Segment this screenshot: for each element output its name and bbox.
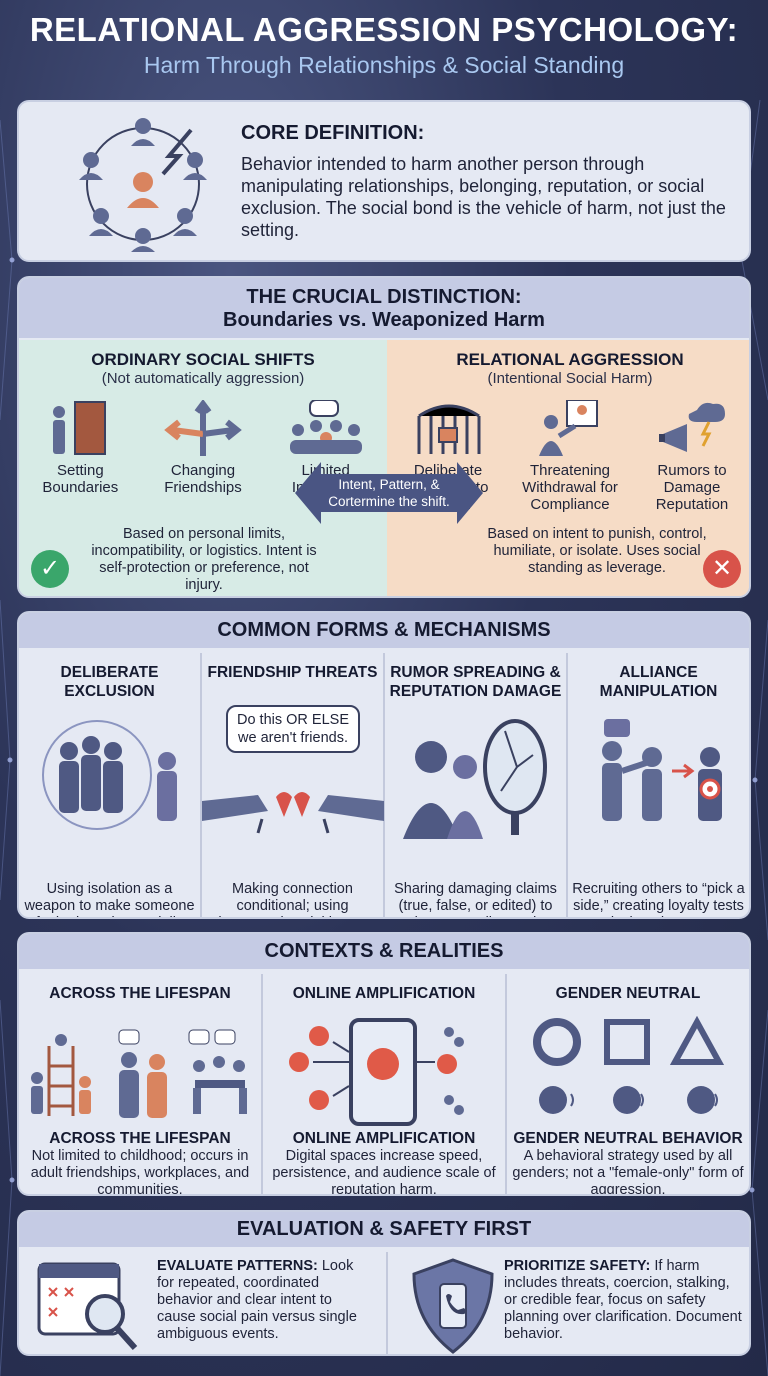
distinction-panel: THE CRUCIAL DISTINCTION: Boundaries vs. … — [17, 276, 751, 598]
form-alliance-manipulation: ALLIANCE MANIPULATION Recruiting others … — [568, 653, 749, 917]
lifespan-people-icon — [31, 1029, 247, 1118]
threatening-withdrawal-item: Threatening Withdrawal for Compliance — [515, 400, 625, 513]
core-definition-panel: CORE DEFINITION: Behavior intended to ha… — [17, 100, 751, 262]
evaluate-patterns-text: EVALUATE PATTERNS: Look for repeated, co… — [157, 1258, 357, 1342]
door-icon — [53, 401, 107, 455]
social-circle-icon — [79, 118, 207, 252]
group-chat-icon — [289, 400, 362, 454]
relational-aggression-sub: (Intentional Social Harm) — [487, 370, 653, 387]
x-icon: ✕ — [703, 550, 741, 588]
relational-aggression-heading: RELATIONAL AGGRESSION — [456, 350, 684, 369]
evaluate-patterns-section: EVALUATE PATTERNS: Look for repeated, co… — [19, 1252, 386, 1354]
relational-aggression-section: RELATIONAL AGGRESSION (Intentional Socia… — [387, 340, 749, 596]
broken-heart-chain-icon — [202, 792, 384, 834]
form-friendship-threats: FRIENDSHIP THREATS Do this OR ELSE we ar… — [202, 653, 385, 917]
calendar-magnifier-icon — [37, 1262, 138, 1351]
context-online: ONLINE AMPLIFICATION ONLINE AMPLIFICATIO… — [263, 974, 507, 1194]
whisper-mirror-icon — [403, 719, 547, 839]
distinction-title: THE CRUCIAL DISTINCTION: — [246, 286, 522, 308]
context-gender: GENDER NEUTRAL GENDER NEUTRAL BEHAVIOR A… — [507, 974, 749, 1194]
prioritize-safety-text: PRIORITIZE SAFETY: If harm includes thre… — [504, 1258, 742, 1342]
exclusion-group-icon — [42, 720, 177, 830]
header: RELATIONAL AGGRESSION PSYCHOLOGY: Harm T… — [0, 10, 768, 80]
distinction-subtitle: Boundaries vs. Weaponized Harm — [223, 309, 545, 331]
diverging-arrows-icon — [164, 400, 242, 456]
form-rumor-spreading: RUMOR SPREADING & REPUTATION DAMAGE Shar… — [385, 653, 568, 917]
core-definition-text: Behavior intended to harm another person… — [241, 154, 726, 240]
relational-aggression-note: Based on intent to punish, control, humi… — [487, 526, 707, 576]
form-deliberate-exclusion: DELIBERATE EXCLUSION Using isolation as … — [19, 653, 202, 917]
alliance-icon — [602, 719, 722, 821]
phone-network-icon — [289, 1018, 464, 1126]
rumors-item: Rumors to Damage Reputation — [637, 400, 747, 513]
ordinary-shifts-note: Based on personal limits, incompatibilit… — [91, 526, 317, 593]
distinction-arrow-text: Intent, Pattern, & Cortermine the shift. — [328, 477, 450, 509]
contexts-panel: CONTEXTS & REALITIES ACROSS THE LIFESPAN… — [17, 932, 751, 1196]
shield-phone-icon — [412, 1258, 494, 1354]
changing-friendships-item: Changing Friendships — [148, 400, 258, 496]
threat-speech-bubble: Do this OR ELSE we aren't friends. — [226, 705, 360, 753]
shapes-faces-icon — [533, 1016, 725, 1114]
context-lifespan: ACROSS THE LIFESPAN ACROSS THE LIFESPAN … — [19, 974, 263, 1194]
page-title: RELATIONAL AGGRESSION PSYCHOLOGY: — [29, 11, 739, 48]
forms-panel: COMMON FORMS & MECHANISMS DELIBERATE EXC… — [17, 611, 751, 919]
check-icon: ✓ — [31, 550, 69, 588]
locked-gate-icon — [417, 404, 481, 454]
forms-title: COMMON FORMS & MECHANISMS — [19, 613, 749, 648]
evaluation-title: EVALUATION & SAFETY FIRST — [19, 1212, 749, 1247]
evaluation-panel: EVALUATION & SAFETY FIRST EVALUATE PATTE… — [17, 1210, 751, 1356]
ordinary-shifts-heading: ORDINARY SOCIAL SHIFTS — [91, 350, 315, 369]
megaphone-storm-icon — [659, 402, 725, 452]
core-definition-heading: CORE DEFINITION: — [241, 122, 425, 144]
distinction-arrow: Intent, Pattern, & Cortermine the shift. — [295, 458, 483, 528]
ordinary-shifts-sub: (Not automatically aggression) — [101, 370, 305, 387]
page-subtitle: Harm Through Relationships & Social Stan… — [143, 52, 625, 78]
sign-holder-icon — [539, 400, 598, 456]
setting-boundaries-item: Setting Boundaries — [25, 400, 135, 496]
prioritize-safety-section: PRIORITIZE SAFETY: If harm includes thre… — [386, 1252, 749, 1354]
contexts-title: CONTEXTS & REALITIES — [19, 934, 749, 969]
